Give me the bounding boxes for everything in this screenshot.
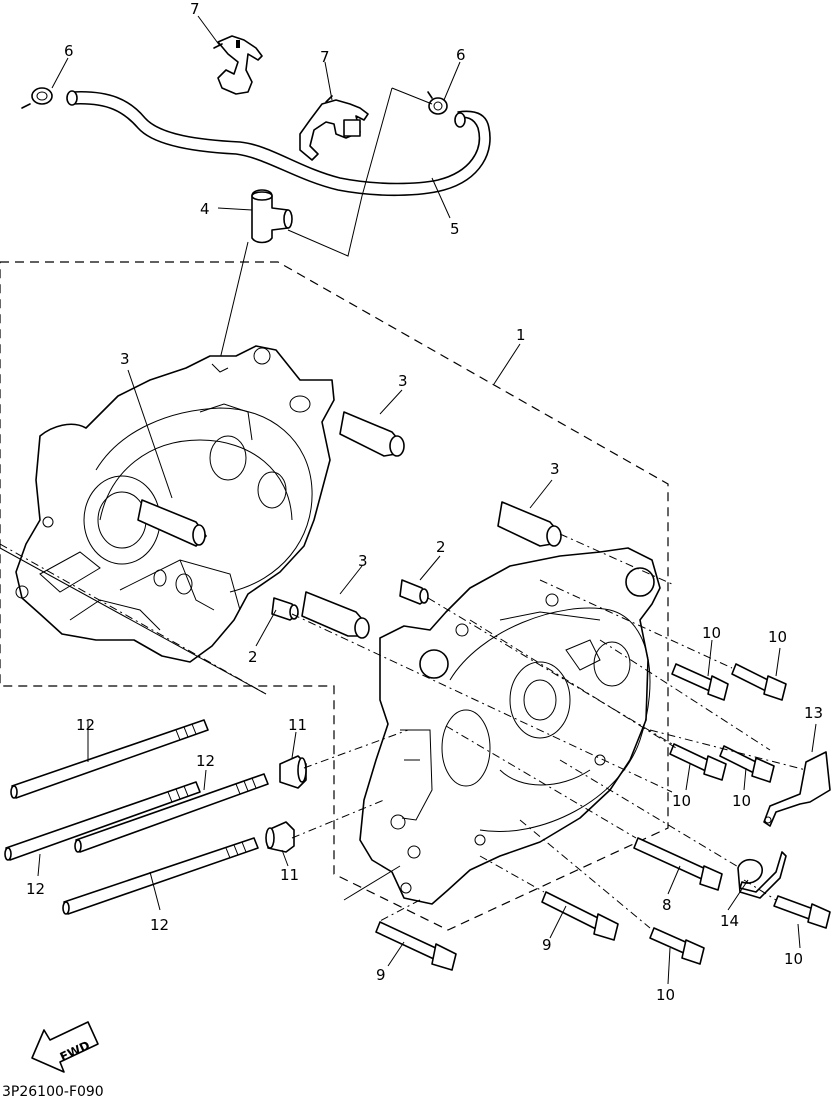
figure-code: 3P26100-F090	[2, 1084, 104, 1100]
callout-3-upper: 3	[398, 372, 408, 390]
plug-lower	[265, 821, 295, 853]
bolt-long-8	[633, 837, 723, 891]
bolt-lower-right	[773, 895, 831, 929]
crankcase-left-half	[15, 345, 335, 663]
alignment-lines	[0, 533, 807, 929]
callout-6-right: 6	[456, 46, 466, 64]
callout-8: 8	[662, 896, 672, 914]
collar-left	[271, 597, 299, 621]
callout-3-right: 3	[550, 460, 560, 478]
plug-upper	[279, 755, 307, 789]
hose-clamp-left	[21, 87, 53, 109]
callout-9-upper: 9	[542, 936, 552, 954]
collar-right	[399, 579, 429, 605]
callout-12-c: 12	[26, 880, 45, 898]
stud-bolt-2	[4, 781, 201, 861]
callout-6-left: 6	[64, 42, 74, 60]
hose-holder-lower	[299, 95, 369, 161]
bolt-10-bottom	[649, 927, 705, 965]
callout-4: 4	[200, 200, 210, 218]
callout-12-b: 12	[196, 752, 215, 770]
callout-3-left: 3	[120, 350, 130, 368]
stud-bolt-1	[10, 719, 209, 799]
callout-7-upper: 7	[190, 0, 200, 18]
breather-elbow-joint	[251, 189, 293, 244]
callout-13: 13	[804, 704, 823, 722]
callout-10-f: 10	[656, 986, 675, 1004]
bolt-9-upper	[541, 891, 619, 941]
callout-9-lower: 9	[376, 966, 386, 984]
callout-2-right: 2	[436, 538, 446, 556]
callout-14: 14	[720, 912, 739, 930]
callout-12-d: 12	[150, 916, 169, 934]
callout-11-lower: 11	[280, 866, 299, 884]
leader-lines-lower	[37, 369, 817, 985]
leader-lines-top	[51, 15, 461, 377]
callout-10-c: 10	[672, 792, 691, 810]
callout-5: 5	[450, 220, 460, 238]
stud-bolt-3	[74, 773, 269, 853]
callout-3-middle: 3	[358, 552, 368, 570]
dowel-pin-right-upper	[497, 501, 562, 547]
dowel-pin-upper-left	[339, 411, 405, 457]
bolt-middle-2	[719, 745, 775, 783]
breather-hose	[66, 90, 491, 197]
callout-1: 1	[516, 326, 526, 344]
dowel-pin-center-left	[137, 499, 207, 547]
callout-10-d: 10	[732, 792, 751, 810]
callout-2-left: 2	[248, 648, 258, 666]
callout-10-b: 10	[768, 628, 787, 646]
callout-11-upper: 11	[288, 716, 307, 734]
hose-holder-upper	[213, 35, 263, 95]
bolt-middle-1	[669, 743, 727, 781]
crankcase-right-half	[359, 547, 661, 905]
crankcase-assembly-boundary	[0, 261, 669, 931]
callout-7-lower: 7	[320, 48, 330, 66]
dowel-pin-right-lower	[301, 591, 370, 639]
clamp-14	[737, 851, 787, 899]
callout-10-a: 10	[702, 624, 721, 642]
bracket-13	[763, 751, 831, 827]
fwd-arrow-icon: FWD	[31, 1021, 99, 1073]
callout-10-e: 10	[784, 950, 803, 968]
hose-clamp-right	[427, 91, 448, 115]
stud-bolt-4	[62, 837, 259, 915]
bolt-upper-2	[731, 663, 787, 701]
bolt-upper-1	[671, 663, 729, 701]
bolt-9-lower	[375, 921, 457, 971]
callout-labels: 7 6 7 6 4 5 1 3 3 3 3 2 2 10 10 13 12 12…	[26, 0, 823, 1004]
callout-12-a: 12	[76, 716, 95, 734]
